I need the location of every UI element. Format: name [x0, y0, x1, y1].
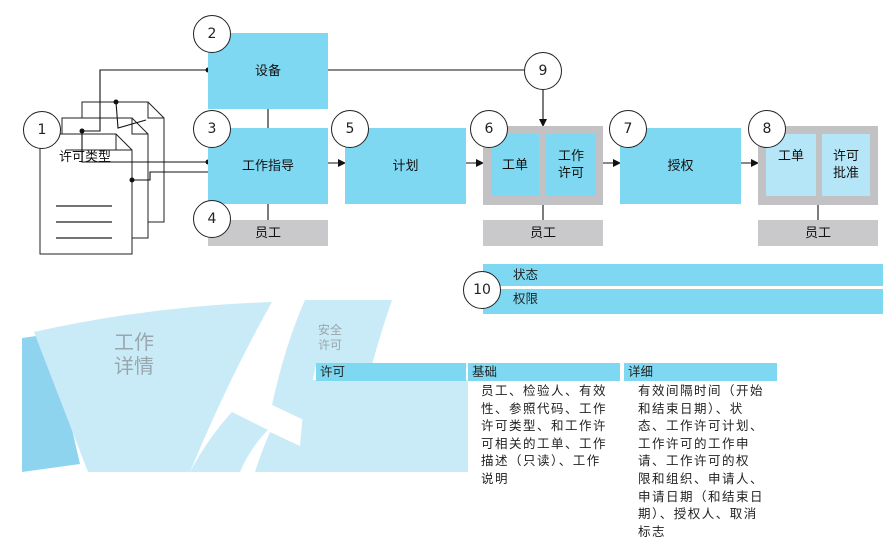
step-marker-10: 10 — [463, 271, 501, 309]
authorization-box: 授权 — [620, 128, 741, 204]
step-marker-8: 8 — [748, 110, 786, 148]
work-instructions-box: 工作指导 — [208, 128, 328, 204]
step-marker-9: 9 — [524, 52, 562, 90]
sector-work-details — [34, 302, 272, 472]
step-marker-1: 1 — [23, 111, 61, 149]
step-marker-2: 2 — [193, 15, 231, 53]
authority-bar: 权限 — [483, 289, 883, 314]
sector-outer — [22, 334, 80, 472]
sector-lower-mid — [255, 380, 468, 472]
employee-box-8: 员工 — [758, 220, 878, 246]
permit-approval-box-8: 许可 批准 — [822, 134, 870, 196]
work-details-label: 工作 详情 — [114, 330, 154, 378]
connectors — [81, 69, 819, 220]
status-bar: 状态 — [483, 264, 883, 286]
step-marker-5: 5 — [331, 110, 369, 148]
basic-header: 基础 — [468, 363, 620, 381]
plan-box: 计划 — [345, 128, 466, 204]
step-marker-7: 7 — [609, 110, 647, 148]
detail-header: 详细 — [624, 363, 777, 381]
equipment-box: 设备 — [208, 33, 328, 109]
step-marker-6: 6 — [470, 110, 508, 148]
step-marker-4: 4 — [193, 200, 231, 238]
employee-box-6: 员工 — [483, 220, 603, 246]
sector-lower-left — [190, 412, 268, 472]
work-permit-box-6: 工作 许可 — [546, 134, 596, 196]
permit-type-label: 许可类型 — [58, 149, 111, 165]
step-marker-3: 3 — [193, 110, 231, 148]
sector-safety-permit — [272, 300, 392, 420]
work-order-box-6: 工单 — [491, 134, 539, 196]
safety-permit-label: 安全 许可 — [318, 323, 343, 352]
permit-type-documents — [39, 101, 165, 255]
basic-fields-text: 员工、检验人、有效 性、参照代码、工作 许可类型、和工作许 可相关的工单、工作 … — [481, 383, 608, 486]
permit-row-label: 许可 — [316, 363, 466, 381]
detail-fields-text: 有效间隔时间（开始 和结束日期）、状 态、工作许可计划、 工作许可的工作申 请、… — [638, 383, 765, 539]
